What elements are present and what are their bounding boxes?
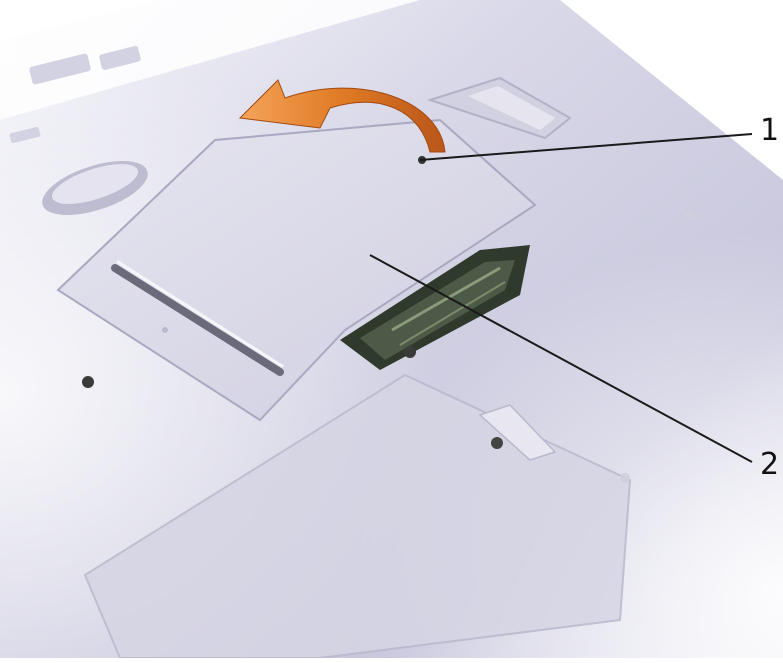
- callout-label-2: 2: [760, 450, 779, 480]
- callout-label-1: 1: [760, 116, 779, 146]
